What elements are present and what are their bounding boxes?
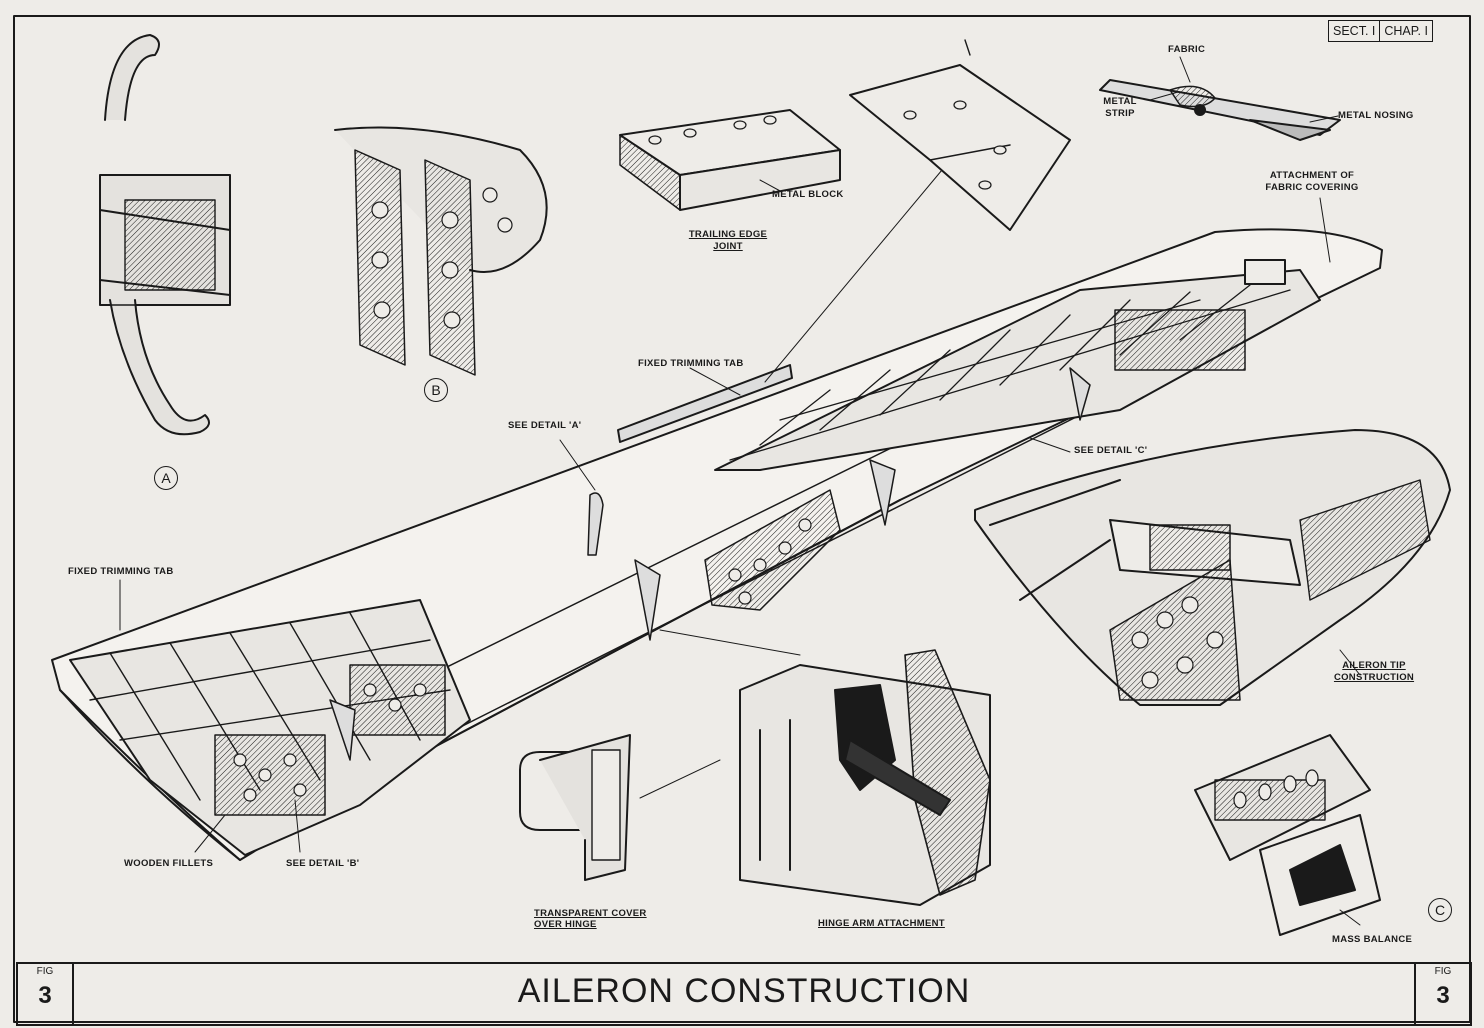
section-chapter-box: SECT. I CHAP. I <box>1328 20 1433 42</box>
label-attachment-fabric: ATTACHMENT OF FABRIC COVERING <box>1265 170 1359 193</box>
label-aileron-tip-construction: AILERON TIP CONSTRUCTION <box>1333 660 1415 683</box>
label-fixed-trimming-tab-lower: FIXED TRIMMING TAB <box>68 566 174 577</box>
label-trailing-edge-joint: TRAILING EDGE JOINT <box>688 229 768 252</box>
detail-a-marker: A <box>154 466 178 490</box>
middle-rib-section <box>704 489 841 611</box>
upper-rib-grid <box>714 259 1321 471</box>
drawing-title: AILERON CONSTRUCTION <box>517 972 971 1010</box>
leader-lines <box>119 56 1361 926</box>
mass-balance-drawing <box>1194 734 1381 936</box>
hinge-arm-drawing <box>739 649 991 906</box>
label-see-detail-a: SEE DETAIL 'A' <box>508 420 582 431</box>
detail-b-drawing <box>334 126 548 376</box>
fig-label-left: FIG <box>36 966 54 977</box>
fig-label-right: FIG <box>1434 966 1452 977</box>
label-hinge-arm-attachment: HINGE ARM ATTACHMENT <box>818 918 945 929</box>
label-fabric: FABRIC <box>1168 44 1206 55</box>
title-block: FIG 3 AILERON CONSTRUCTION FIG 3 <box>16 962 1472 1026</box>
trailing-edge-joint-drawing <box>619 109 841 211</box>
label-metal-strip: METAL STRIP <box>1103 96 1137 119</box>
fig-cell-right: FIG 3 <box>1414 964 1470 1024</box>
left-rib-section <box>69 599 471 856</box>
label-see-detail-b: SEE DETAIL 'B' <box>286 858 360 869</box>
detail-a-drawing <box>99 34 231 436</box>
fig-cell-left: FIG 3 <box>18 964 74 1024</box>
label-transparent-cover: TRANSPARENT COVER OVER HINGE <box>534 908 647 930</box>
transparent-cover-drawing <box>519 734 631 881</box>
tab-detail-drawing <box>849 64 1071 231</box>
aileron-tip-drawing <box>974 429 1451 706</box>
label-wooden-fillets: WOODEN FILLETS <box>124 858 214 869</box>
label-metal-nosing: METAL NOSING <box>1338 110 1414 121</box>
label-mass-balance: MASS BALANCE <box>1332 934 1413 945</box>
section-label: SECT. I <box>1333 24 1376 38</box>
label-see-detail-c: SEE DETAIL 'C' <box>1074 445 1148 456</box>
chapter-label: CHAP. I <box>1379 21 1432 41</box>
label-metal-block: METAL BLOCK <box>772 189 844 200</box>
detail-b-marker: B <box>424 378 448 402</box>
sheet-border <box>13 15 1471 1023</box>
fig-number-left: 3 <box>38 982 52 1009</box>
fabric-attachment-drawing <box>1099 79 1341 141</box>
detail-c-marker: C <box>1428 898 1452 922</box>
label-fixed-trimming-tab-upper: FIXED TRIMMING TAB <box>638 358 744 369</box>
fig-number-right: 3 <box>1436 982 1450 1009</box>
